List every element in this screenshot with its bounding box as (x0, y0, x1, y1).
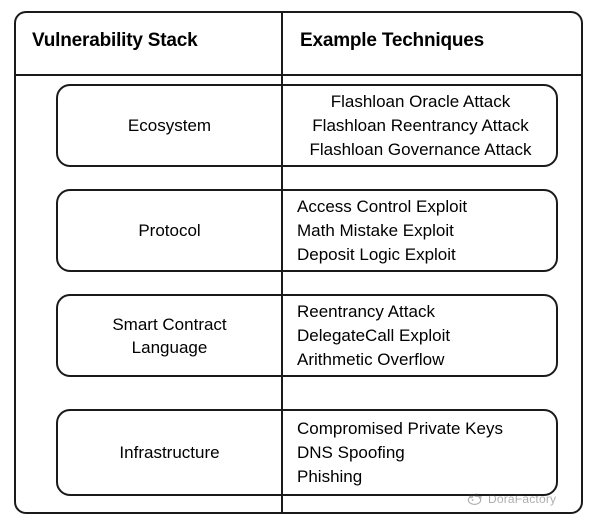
technique-item: Phishing (297, 466, 363, 486)
technique-item: Deposit Logic Exploit (297, 244, 456, 264)
techniques-cell: Access Control Exploit Math Mistake Expl… (285, 191, 556, 270)
stack-label-cell: Smart Contract Language (58, 296, 281, 375)
technique-item: Flashloan Oracle Attack (330, 91, 511, 111)
watermark: DoraFactory (466, 492, 556, 506)
left-column-frame (14, 11, 282, 514)
technique-item: Reentrancy Attack (297, 301, 435, 321)
techniques-cell: Compromised Private Keys DNS Spoofing Ph… (285, 411, 556, 494)
right-column-frame (282, 11, 583, 514)
header-divider-rule (14, 74, 583, 76)
stack-label-cell: Ecosystem (58, 86, 281, 165)
techniques-cell: Reentrancy Attack DelegateCall Exploit A… (285, 296, 556, 375)
technique-item: Access Control Exploit (297, 196, 468, 216)
technique-item: DelegateCall Exploit (297, 325, 451, 345)
stack-label-line1: Protocol (138, 221, 201, 240)
technique-item: Compromised Private Keys (297, 418, 503, 438)
header-vulnerability-stack: Vulnerability Stack (32, 30, 198, 51)
technique-item: Flashloan Governance Attack (309, 139, 532, 159)
table-row: Smart Contract Language Reentrancy Attac… (56, 294, 558, 377)
table-row: Protocol Access Control Exploit Math Mis… (56, 189, 558, 272)
stack-label-line1: Ecosystem (127, 116, 212, 135)
column-divider (281, 11, 283, 514)
technique-item: Flashloan Reentrancy Attack (312, 115, 529, 135)
technique-item: Arithmetic Overflow (297, 349, 445, 369)
technique-item: Math Mistake Exploit (297, 220, 454, 240)
watermark-label: DoraFactory (488, 492, 557, 506)
stack-label-line1: Infrastructure (119, 443, 220, 462)
technique-item: DNS Spoofing (297, 442, 405, 462)
stack-label-cell: Protocol (58, 191, 281, 270)
dora-logo-icon (466, 492, 484, 506)
stack-label-cell: Infrastructure (58, 411, 281, 494)
table-row: Infrastructure Compromised Private Keys … (56, 409, 558, 496)
stack-label-line1: Smart Contract (112, 314, 227, 334)
header-example-techniques: Example Techniques (300, 30, 484, 51)
stack-label-line2: Language (131, 337, 208, 357)
table-row: Ecosystem Flashloan Oracle Attack Flashl… (56, 84, 558, 167)
techniques-cell: Flashloan Oracle Attack Flashloan Reentr… (285, 86, 556, 165)
